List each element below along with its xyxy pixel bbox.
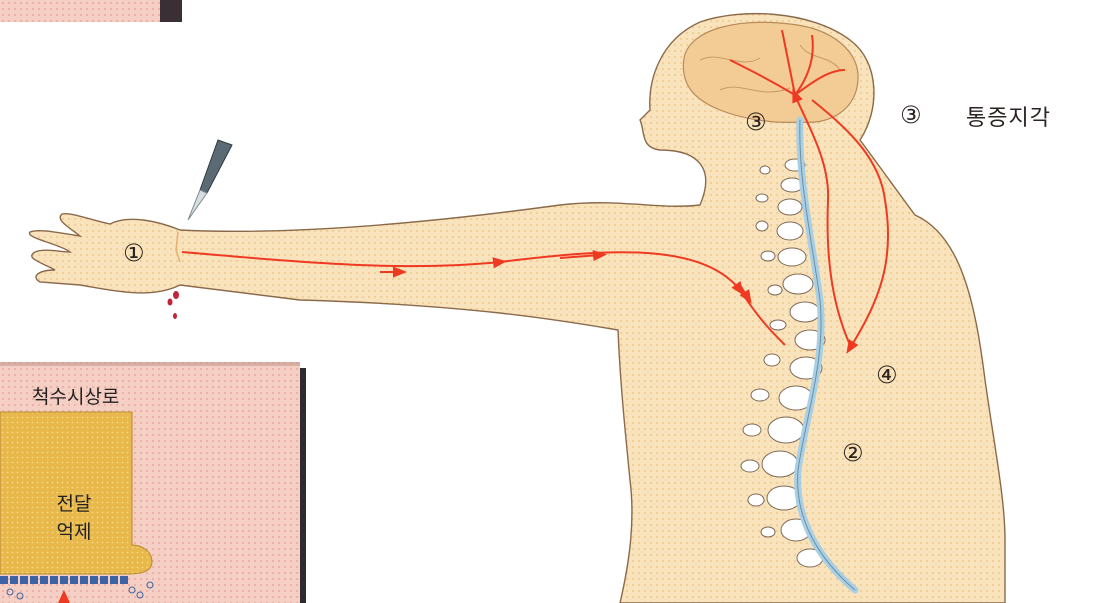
marker-1: ① xyxy=(123,239,145,267)
legend-pain-perception: 통증지각 xyxy=(966,100,1051,132)
marker-3: ③ xyxy=(745,108,767,136)
scalpel-icon xyxy=(188,140,232,220)
inset-line-1: 전달 xyxy=(44,490,104,518)
inset-line-2: 억제 xyxy=(44,518,104,546)
marker-2: ② xyxy=(842,439,864,467)
inset-title: 척수시상로 xyxy=(32,382,119,409)
legend-number: ③ xyxy=(900,101,922,129)
top-left-panel-fragment xyxy=(0,0,182,22)
marker-4: ④ xyxy=(876,361,898,389)
